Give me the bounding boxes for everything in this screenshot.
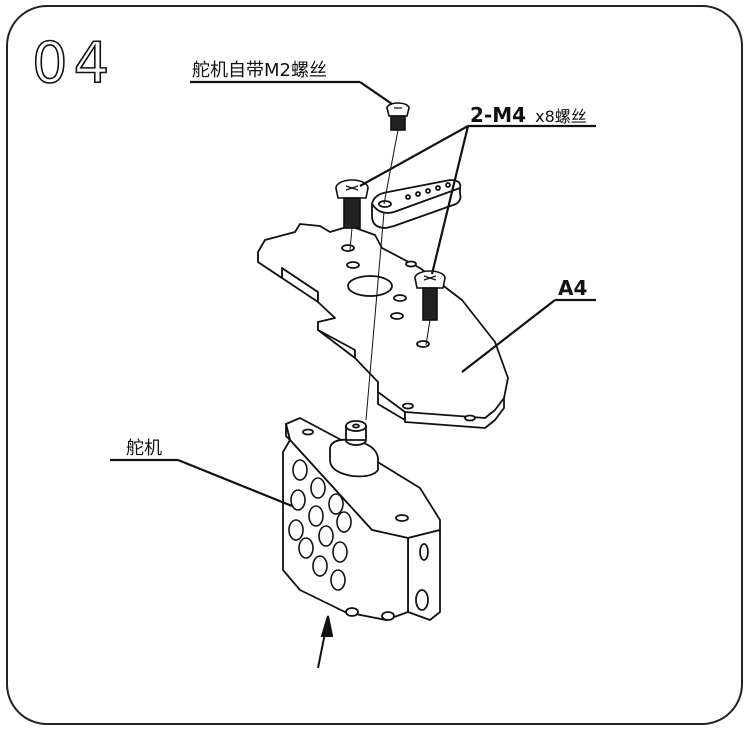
servo-cylinders bbox=[288, 459, 352, 591]
m4-screw-left bbox=[335, 179, 369, 229]
servo-horn bbox=[371, 179, 462, 229]
label-servo-screw: 舵机自带M2螺丝 bbox=[192, 60, 327, 81]
label-servo: 舵机 bbox=[126, 438, 162, 459]
assembly-lines bbox=[349, 129, 431, 421]
step-number: 04 bbox=[32, 31, 115, 96]
step-frame bbox=[6, 5, 743, 725]
m4-screw-right bbox=[414, 270, 446, 321]
m2-screw bbox=[386, 102, 410, 131]
callouts bbox=[110, 80, 596, 508]
label-m4-size: x8螺丝 bbox=[535, 107, 587, 126]
arrow-up-icon bbox=[317, 615, 334, 669]
label-m4-screws: 2-M4 x8螺丝 bbox=[470, 103, 587, 127]
servo-body bbox=[282, 417, 441, 621]
plate-a4 bbox=[257, 223, 509, 429]
label-part-a4: A4 bbox=[558, 276, 587, 300]
label-m4-count: 2-M4 bbox=[470, 103, 526, 127]
